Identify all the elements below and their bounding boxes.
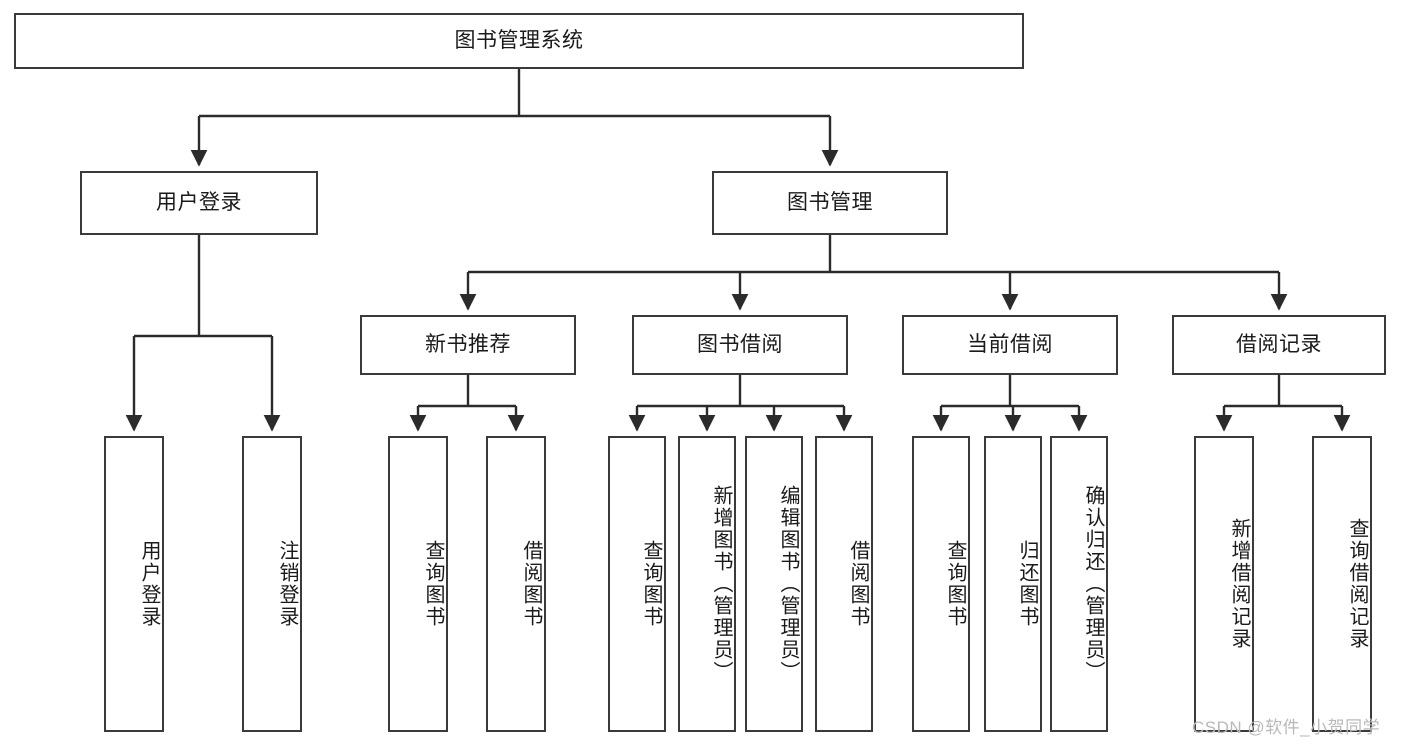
node-leaf-borrow-book-label: 借阅图书 xyxy=(847,540,869,628)
node-leaf-query-loan-record-label: 查询借阅记录 xyxy=(1346,518,1368,650)
node-leaf-query-books-loan[interactable]: 查询图书 xyxy=(912,436,970,732)
node-leaf-query-loan-record[interactable]: 查询借阅记录 xyxy=(1312,436,1372,732)
node-leaf-user-login-label: 用户登录 xyxy=(138,540,160,628)
node-leaf-return-book[interactable]: 归还图书 xyxy=(984,436,1042,732)
node-new-book-rec-label: 新书推荐 xyxy=(425,333,511,357)
node-leaf-user-login[interactable]: 用户登录 xyxy=(104,436,164,732)
node-leaf-query-books[interactable]: 查询图书 xyxy=(608,436,666,732)
node-leaf-add-loan-record-label: 新增借阅记录 xyxy=(1228,518,1250,650)
node-leaf-edit-book-admin[interactable]: 编辑图书（管理员） xyxy=(745,436,803,732)
node-leaf-edit-book-admin-label: 编辑图书（管理员） xyxy=(777,485,799,683)
node-leaf-query-books-rec-label: 查询图书 xyxy=(422,540,444,628)
node-leaf-query-books-label: 查询图书 xyxy=(640,540,662,628)
node-leaf-confirm-return-label: 确认归还（管理员） xyxy=(1082,485,1104,683)
node-book-borrow-label: 图书借阅 xyxy=(697,333,783,357)
node-root[interactable]: 图书管理系统 xyxy=(14,13,1024,69)
node-book-borrow[interactable]: 图书借阅 xyxy=(632,315,848,375)
node-leaf-logout-login[interactable]: 注销登录 xyxy=(242,436,302,732)
node-current-loan[interactable]: 当前借阅 xyxy=(902,315,1118,375)
node-leaf-borrow-books-rec-label: 借阅图书 xyxy=(520,540,542,628)
node-root-label: 图书管理系统 xyxy=(454,29,584,53)
node-leaf-return-book-label: 归还图书 xyxy=(1016,540,1038,628)
node-leaf-borrow-books-rec[interactable]: 借阅图书 xyxy=(486,436,546,732)
node-leaf-add-book-admin[interactable]: 新增图书（管理员） xyxy=(678,436,736,732)
node-loan-record[interactable]: 借阅记录 xyxy=(1172,315,1386,375)
node-user-login[interactable]: 用户登录 xyxy=(80,171,318,235)
node-leaf-add-book-admin-label: 新增图书（管理员） xyxy=(710,485,732,683)
node-leaf-logout-login-label: 注销登录 xyxy=(276,540,298,628)
node-leaf-query-books-rec[interactable]: 查询图书 xyxy=(388,436,448,732)
node-book-manage[interactable]: 图书管理 xyxy=(712,171,948,235)
node-leaf-confirm-return[interactable]: 确认归还（管理员） xyxy=(1050,436,1108,732)
node-leaf-borrow-book[interactable]: 借阅图书 xyxy=(815,436,873,732)
node-leaf-query-books-loan-label: 查询图书 xyxy=(944,540,966,628)
node-user-login-label: 用户登录 xyxy=(156,191,242,215)
node-current-loan-label: 当前借阅 xyxy=(967,333,1053,357)
node-leaf-add-loan-record[interactable]: 新增借阅记录 xyxy=(1194,436,1254,732)
node-book-manage-label: 图书管理 xyxy=(787,191,873,215)
node-loan-record-label: 借阅记录 xyxy=(1236,333,1322,357)
node-new-book-rec[interactable]: 新书推荐 xyxy=(360,315,576,375)
csdn-watermark: CSDN @软件_小贺同学 xyxy=(1192,718,1381,737)
